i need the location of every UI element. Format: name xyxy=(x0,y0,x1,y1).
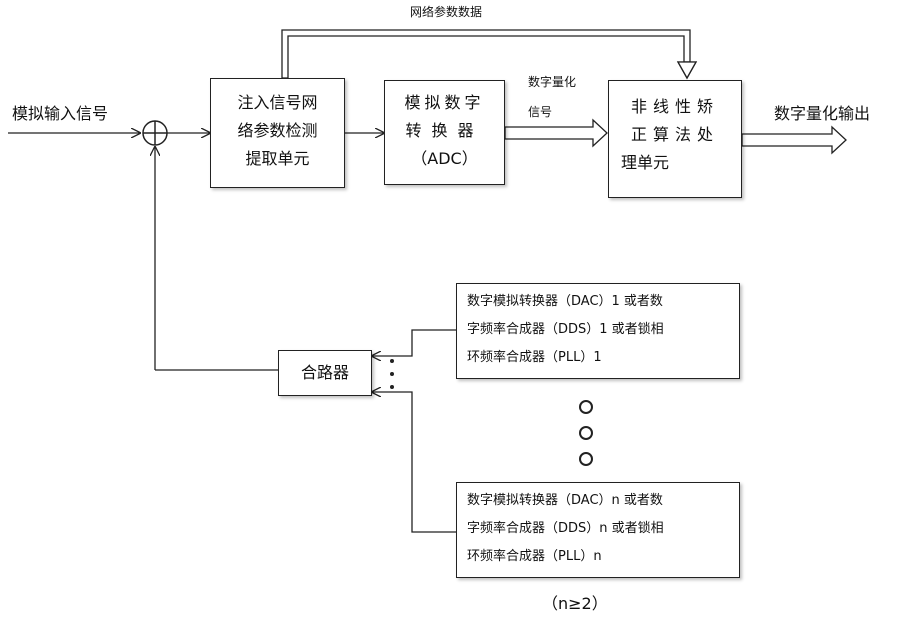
adc-line-3: （ADC） xyxy=(411,149,478,168)
network-param-data-label: 网络参数数据 xyxy=(410,5,483,19)
generator-n-line-3: 环频率合成器（PLL）n xyxy=(467,549,602,564)
generator-n-line-1: 数字模拟转换器（DAC）n 或者数 xyxy=(467,493,663,508)
vertical-dots-icon xyxy=(390,359,394,389)
combiner-block: 合路器 xyxy=(278,350,372,396)
adc-to-corrector-bus-arrow xyxy=(504,118,608,148)
input-signal-label: 模拟输入信号 xyxy=(12,104,109,123)
generator-n-line-2: 字频率合成器（DDS）n 或者锁相 xyxy=(467,521,664,536)
digital-quantized-signal-label-1: 数字量化 xyxy=(528,75,577,89)
adc-block: 模拟数字 转换器 （ADC） xyxy=(384,80,505,185)
adc-line-1: 模拟数字 xyxy=(404,93,485,112)
generator-1-block: 数字模拟转换器（DAC）1 或者数 字频率合成器（DDS）1 或者锁相 环频率合… xyxy=(456,283,740,379)
detector-line-3: 提取单元 xyxy=(245,149,310,168)
adc-line-2: 转换器 xyxy=(405,121,484,140)
corrector-line-3: 理单元 xyxy=(621,153,670,172)
nonlinear-corrector-block: 非线性矫 正算法处 理单元 xyxy=(608,80,742,198)
detector-block: 注入信号网 络参数检测 提取单元 xyxy=(210,78,345,188)
output-bus-arrow xyxy=(741,125,847,155)
genn-to-combiner-line xyxy=(372,392,456,533)
corrector-line-1: 非线性矫 xyxy=(630,97,719,116)
n-condition-label: （n≥2） xyxy=(542,594,608,613)
circle-plus-icon xyxy=(142,120,168,146)
generator-1-line-3: 环频率合成器（PLL）1 xyxy=(467,350,602,365)
vertical-circles-icon xyxy=(579,400,593,466)
generator-1-line-1: 数字模拟转换器（DAC）1 或者数 xyxy=(467,294,663,309)
corrector-line-2: 正算法处 xyxy=(630,125,719,144)
combiner-label: 合路器 xyxy=(300,363,349,382)
digital-quantized-signal-label-2: 信号 xyxy=(528,105,553,119)
gen1-to-combiner-line xyxy=(372,329,456,356)
generator-n-block: 数字模拟转换器（DAC）n 或者数 字频率合成器（DDS）n 或者锁相 环频率合… xyxy=(456,482,740,578)
network-param-bus xyxy=(281,29,698,80)
detector-line-2: 络参数检测 xyxy=(237,121,318,140)
generator-1-line-2: 字频率合成器（DDS）1 或者锁相 xyxy=(467,322,664,337)
detector-line-1: 注入信号网 xyxy=(237,93,318,112)
digital-quantized-output-label: 数字量化输出 xyxy=(774,104,871,123)
